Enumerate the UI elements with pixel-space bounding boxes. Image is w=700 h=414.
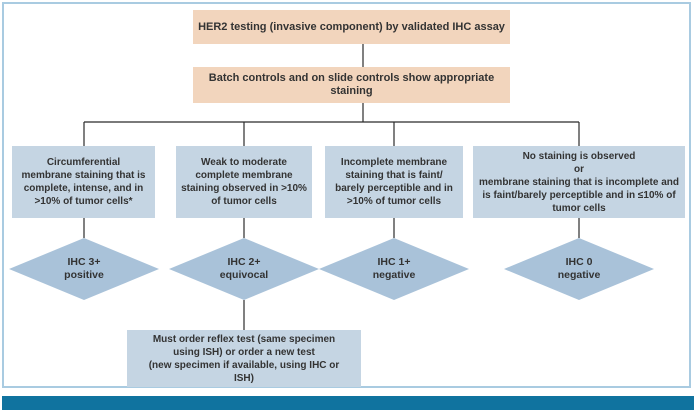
- criteria-box-ihc3: Circumferential membrane staining that i…: [12, 146, 155, 218]
- footer-bar: [2, 396, 694, 410]
- criteria-box-ihc0: No staining is observed or membrane stai…: [473, 146, 685, 218]
- criteria-box-ihc2: Weak to moderate complete membrane stain…: [176, 146, 312, 218]
- criteria-box-ihc1: Incomplete membrane staining that is fai…: [325, 146, 463, 218]
- controls-box: Batch controls and on slide controls sho…: [193, 67, 510, 103]
- reflex-test-box: Must order reflex test (same specimen us…: [127, 330, 361, 387]
- title-box: HER2 testing (invasive component) by val…: [193, 10, 510, 44]
